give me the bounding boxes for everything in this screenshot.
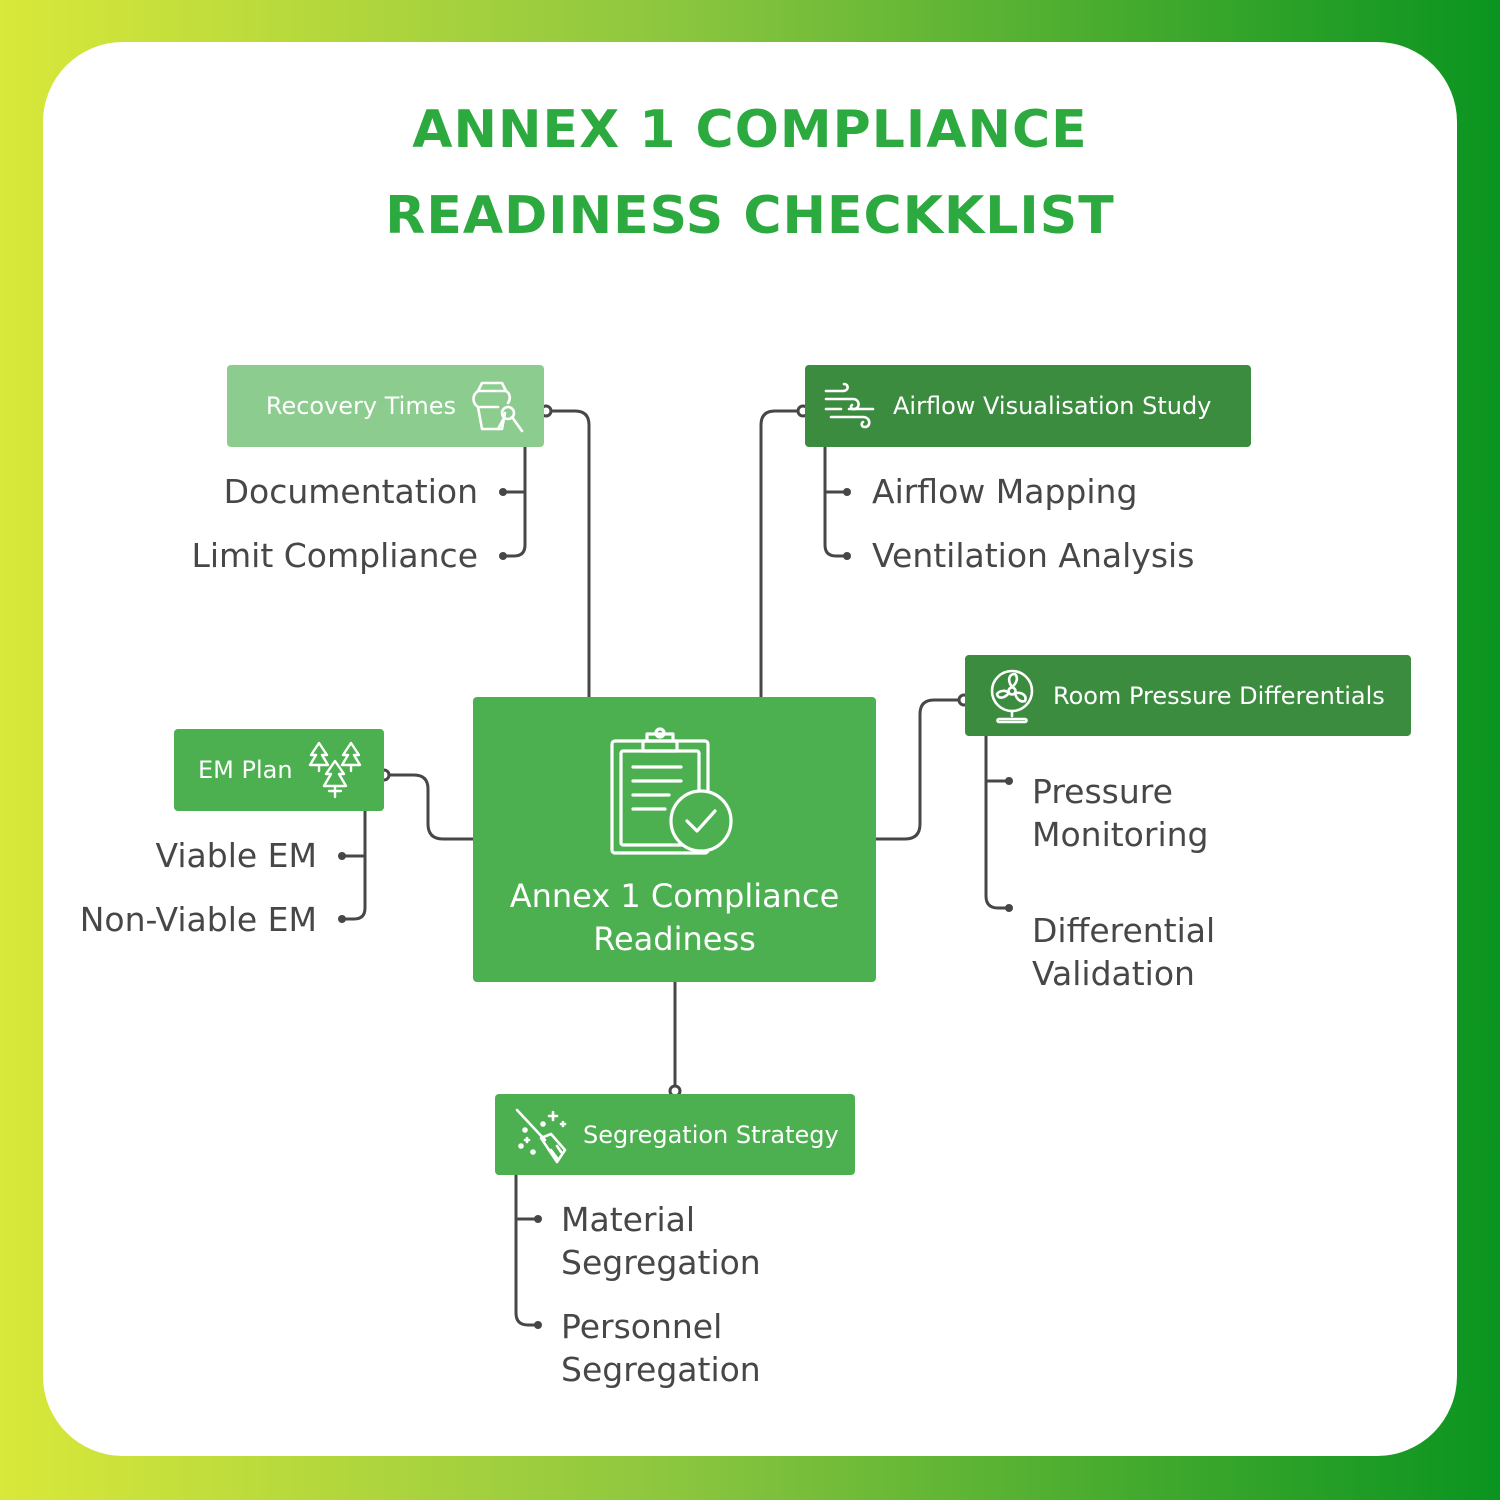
em-plan-node: EM Plan xyxy=(174,729,384,811)
recovery-times-item-2: Limit Compliance xyxy=(191,536,478,575)
room-pressure-node: Room Pressure Differentials xyxy=(965,655,1411,736)
em-plan-label: EM Plan xyxy=(198,756,293,784)
room-pressure-item-1: Pressure Monitoring xyxy=(1032,772,1209,854)
wind-icon xyxy=(824,382,875,429)
recovery-times-node: Recovery Times xyxy=(227,365,544,447)
center-label: Annex 1 Compliance Readiness xyxy=(509,877,840,958)
segregation-item-2: Personnel Segregation xyxy=(561,1307,761,1389)
airflow-item-2: Ventilation Analysis xyxy=(872,536,1195,575)
trees-icon xyxy=(308,741,361,799)
segregation-item-1: Material Segregation xyxy=(561,1200,761,1282)
em-plan-item-2: Non-Viable EM xyxy=(79,900,317,939)
room-pressure-label: Room Pressure Differentials xyxy=(1053,681,1385,710)
title-line-1: ANNEX 1 COMPLIANCE xyxy=(412,100,1088,160)
recovery-times-label: Recovery Times xyxy=(265,392,456,420)
em-plan-item-1: Viable EM xyxy=(155,836,317,875)
clipboard-check-icon xyxy=(610,727,733,855)
room-pressure-item-2: Differential Validation xyxy=(1032,911,1216,993)
segregation-strategy-label: Segregation Strategy xyxy=(583,1120,839,1149)
recovery-times-item-1: Documentation xyxy=(223,472,478,511)
title-line-2: READINESS CHECKKLIST xyxy=(385,186,1115,246)
airflow-item-1: Airflow Mapping xyxy=(872,472,1138,511)
broom-icon xyxy=(515,1108,567,1163)
center-node: Annex 1 Compliance Readiness xyxy=(473,697,876,982)
cleaning-bucket-icon xyxy=(472,381,524,433)
fan-icon xyxy=(990,669,1034,723)
segregation-strategy-node: Segregation Strategy xyxy=(495,1094,855,1175)
airflow-visualisation-node: Airflow Visualisation Study xyxy=(805,365,1251,447)
airflow-visualisation-label: Airflow Visualisation Study xyxy=(893,392,1212,420)
